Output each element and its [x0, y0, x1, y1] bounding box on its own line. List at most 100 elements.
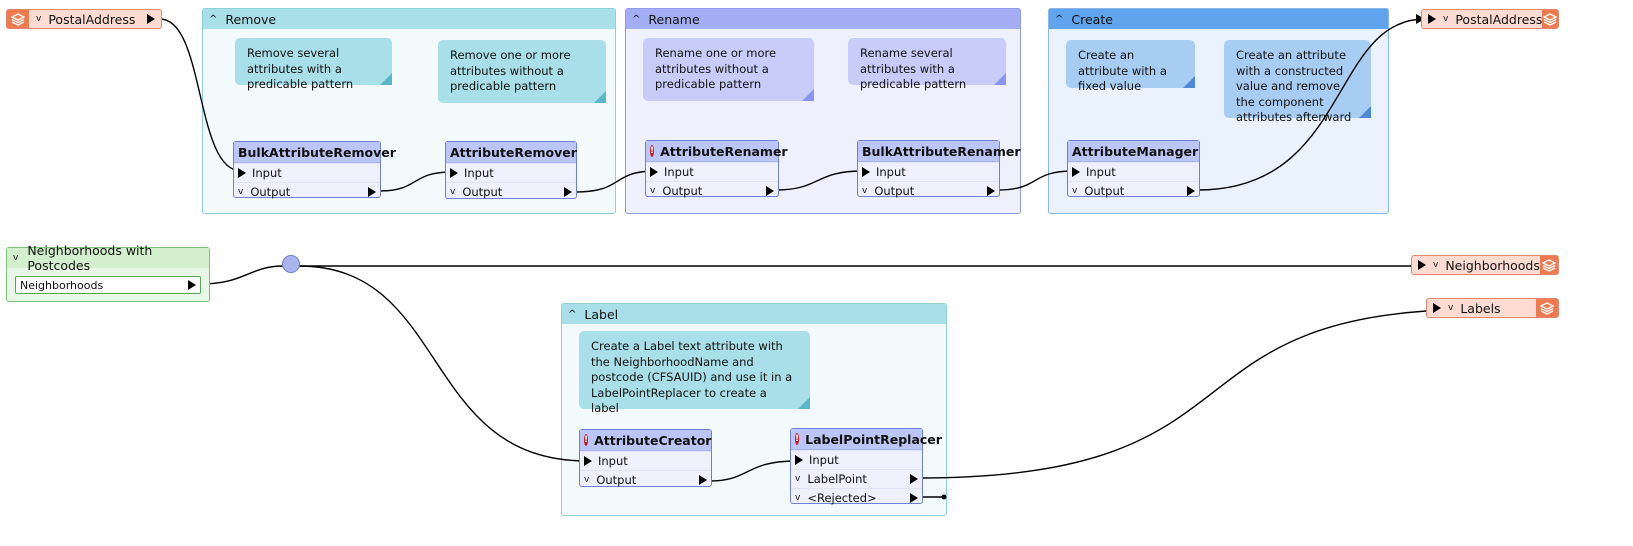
port-label: Input	[1086, 165, 1116, 179]
link-reader-to-junction	[199, 265, 284, 285]
error-icon: !	[795, 433, 800, 445]
output-port[interactable]: v Output	[446, 182, 576, 201]
output-arrow-icon	[368, 187, 376, 197]
chevron-down-icon[interactable]: v	[862, 186, 868, 196]
chevron-down-icon[interactable]: v	[795, 474, 801, 484]
error-icon: !	[584, 434, 589, 446]
chevron-down-icon[interactable]: v	[1072, 186, 1078, 196]
page-fold-icon	[594, 91, 606, 103]
chevron-down-icon[interactable]: v	[650, 186, 656, 196]
transformer-labelpointreplacer[interactable]: ! LabelPointReplacer Input v LabelPoint v<…	[790, 428, 942, 507]
transformer-name: LabelPointReplacer	[805, 431, 942, 447]
bookmark-title: Label	[584, 306, 619, 322]
chevron-down-icon[interactable]: v	[584, 475, 590, 485]
annotation-create-fixed[interactable]: Create an attribute with a fixed value	[1066, 40, 1195, 93]
transformer-name: AttributeRenamer	[660, 143, 788, 159]
chevron-down-icon[interactable]: v	[450, 187, 456, 197]
input-port[interactable]: Input	[1068, 162, 1199, 181]
port-label: Input	[598, 454, 628, 468]
input-port[interactable]: Input	[858, 162, 999, 181]
feature-type-neighborhoods-out[interactable]: v Neighborhoods	[1411, 255, 1559, 275]
annotation-text: Rename several attributes with a predica…	[860, 46, 967, 91]
transformer-name: AttributeCreator	[594, 432, 712, 448]
transformer-attributeremover[interactable]: AttributeRemover Input v Output	[445, 141, 577, 199]
bookmark-title: Remove	[225, 11, 277, 27]
collapse-chevron-icon[interactable]: ^	[1055, 13, 1064, 25]
transformer-name: BulkAttributeRenamer	[862, 143, 1021, 159]
collapse-chevron-icon[interactable]: ^	[209, 13, 218, 25]
chevron-down-icon[interactable]: v	[36, 14, 42, 24]
port-label: Output	[462, 185, 503, 199]
output-arrow-icon	[766, 186, 774, 196]
annotation-rename-pattern[interactable]: Rename several attributes with a predica…	[848, 38, 1006, 91]
annotation-text: Create an attribute with a fixed value	[1078, 48, 1167, 93]
output-arrow-icon	[910, 493, 918, 503]
annotation-text: Remove several attributes with a predica…	[247, 46, 354, 91]
page-fold-icon	[802, 89, 814, 101]
layers-icon	[1536, 299, 1558, 317]
chevron-down-icon[interactable]: v	[1433, 260, 1439, 270]
transformer-name: AttributeManager	[1072, 143, 1199, 159]
input-arrow-icon	[1433, 303, 1441, 313]
output-port-rejected[interactable]: v<Rejected>	[791, 488, 922, 507]
output-arrow-icon	[987, 186, 995, 196]
input-port[interactable]: Input	[791, 450, 922, 469]
chevron-down-icon[interactable]: v	[795, 493, 801, 503]
feature-type-labels-out[interactable]: v Labels	[1426, 298, 1559, 318]
chevron-down-icon[interactable]: v	[1443, 14, 1449, 24]
layers-icon	[7, 10, 29, 28]
collapse-chevron-icon[interactable]: ^	[632, 13, 641, 25]
chevron-down-icon[interactable]: v	[238, 187, 244, 197]
input-arrow-icon	[862, 167, 870, 177]
page-fold-icon	[994, 73, 1006, 85]
feature-type-postaladdress-in[interactable]: v PostalAddress	[6, 9, 162, 29]
input-arrow-icon	[1428, 14, 1436, 24]
annotation-rename-no-pattern[interactable]: Rename one or more attributes without a …	[643, 38, 814, 101]
port-label: LabelPoint	[807, 472, 867, 486]
input-port[interactable]: Input	[446, 163, 576, 182]
page-fold-icon	[380, 73, 392, 85]
chevron-down-icon[interactable]: v	[1448, 303, 1454, 313]
port-label: Neighborhoods	[20, 278, 104, 292]
output-port[interactable]: v Output	[234, 182, 380, 201]
annotation-remove-no-pattern[interactable]: Remove one or more attributes without a …	[438, 40, 606, 103]
reader-port-neighborhoods[interactable]: Neighborhoods	[15, 276, 201, 294]
output-port-labelpoint[interactable]: v LabelPoint	[791, 469, 922, 488]
output-arrow-icon	[910, 474, 918, 484]
annotation-create-constructed[interactable]: Create an attribute with a constructed v…	[1224, 40, 1371, 124]
collapse-chevron-icon[interactable]: ^	[568, 308, 577, 320]
output-arrow-icon	[1187, 186, 1195, 196]
input-arrow-icon	[795, 455, 803, 465]
link-junction-to-creator	[298, 265, 588, 462]
feature-type-name: Labels	[1460, 300, 1501, 316]
junction-node[interactable]	[282, 255, 300, 273]
chevron-down-icon[interactable]: v	[13, 253, 19, 263]
page-fold-icon	[798, 397, 810, 409]
input-arrow-icon	[238, 168, 246, 178]
output-arrow-icon	[188, 280, 196, 290]
input-port[interactable]: Input	[234, 163, 380, 182]
input-arrow-icon	[450, 168, 458, 178]
link-labelreplacer-to-labels	[917, 308, 1486, 479]
transformer-name: AttributeRemover	[450, 144, 577, 160]
output-arrow-icon	[699, 475, 707, 485]
feature-type-postaladdress-out[interactable]: v PostalAddress	[1421, 9, 1559, 29]
annotation-label[interactable]: Create a Label text attribute with the N…	[579, 331, 810, 415]
port-label: Input	[809, 453, 839, 467]
input-arrow-icon	[1072, 167, 1080, 177]
input-port[interactable]: Input	[580, 451, 711, 470]
output-arrow-icon	[147, 14, 155, 24]
port-label: Output	[250, 185, 291, 199]
annotation-remove-pattern[interactable]: Remove several attributes with a predica…	[235, 38, 392, 91]
input-port[interactable]: Input	[646, 162, 778, 181]
